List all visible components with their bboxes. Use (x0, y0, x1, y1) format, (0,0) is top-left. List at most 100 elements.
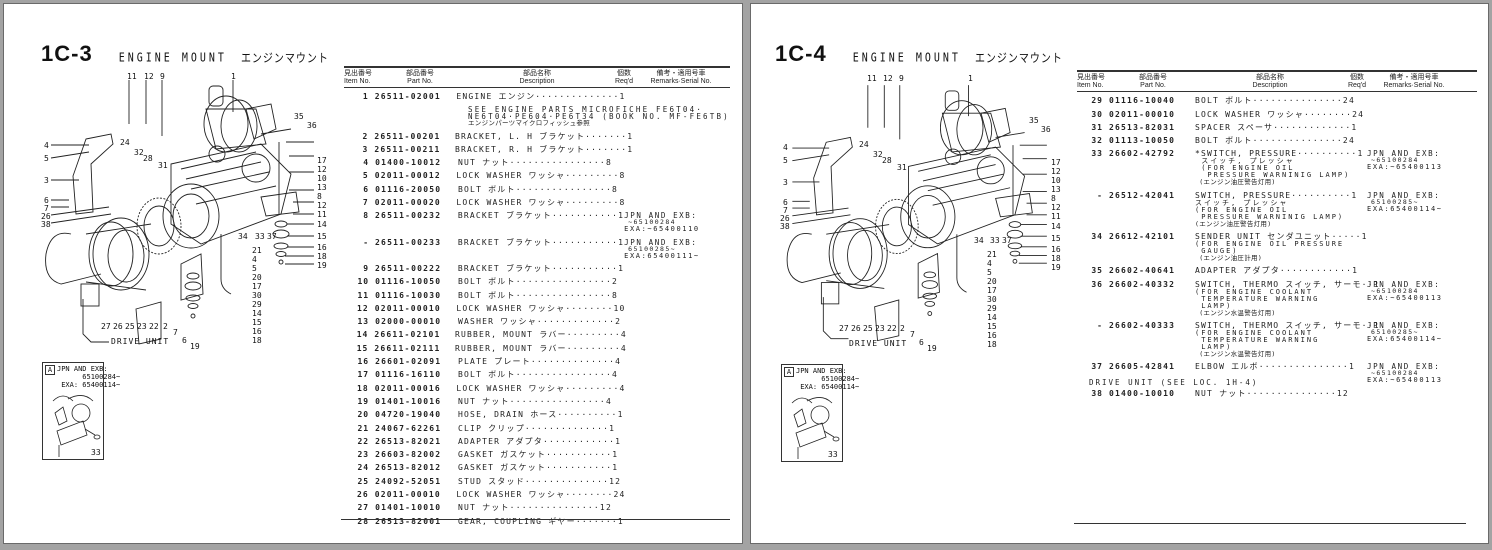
description: BOLT ボルト················4 (458, 370, 618, 380)
callout-15: 15 (1051, 234, 1061, 243)
description: BRACKET ブラケット···········1 (457, 211, 625, 221)
part-no: 26513-82021 (375, 436, 442, 446)
description: BOLT ボルト················8 (458, 184, 618, 194)
callout-25: 25 (125, 322, 135, 331)
drive-unit-label: DRIVE UNIT (111, 337, 170, 346)
item-no: 2 (362, 131, 369, 141)
page-1c-4: 1C-4 ENGINE MOUNT エンジンマウント (750, 3, 1489, 544)
callout-24: 24 (859, 140, 869, 149)
description: BRACKET, L. H ブラケット·······1 (454, 131, 634, 141)
callout-6: 6 (182, 336, 187, 345)
part-no: 01113-10050 (1109, 136, 1176, 146)
description-detail: スイッチ, プレッシャ (FOR ENGINE OIL PRESSURE WAR… (1201, 157, 1351, 180)
description: LOCK WASHER ワッシャ·········8 (456, 198, 626, 208)
callout-5: 5 (44, 154, 49, 163)
item-no: - (1097, 190, 1103, 200)
part-no: 04720-19040 (375, 410, 442, 420)
page-1c-3: 1C-3 ENGINE MOUNT エンジンマウント (3, 3, 743, 544)
callout-6: 6 (44, 196, 49, 205)
callout-23: 23 (875, 324, 885, 333)
callout-19: 19 (190, 342, 200, 351)
callout-15: 15 (317, 232, 327, 241)
page-title: 1C-4 ENGINE MOUNT エンジンマウント (775, 41, 1063, 67)
item-no: 32 (1091, 136, 1103, 146)
drive-unit-reference-note: DRIVE UNIT (SEE LOC. 1H-4) (1089, 378, 1259, 387)
item-no: 36 (1091, 279, 1103, 289)
description: BRACKET, R. H ブラケット·······1 (454, 144, 634, 154)
item-no: 6 (363, 184, 370, 194)
item-no: 1 (362, 92, 369, 102)
description: HOSE, DRAIN ホース··········1 (458, 410, 624, 420)
item-no: 29 (1091, 96, 1103, 106)
exploded-diagram: 11 12 9 1 4 5 3 6 7 26 38 24 32 28 31 35… (773, 66, 1073, 354)
callout-16: 16 (252, 327, 262, 336)
description-detail: (FOR ENGINE COOLANT TEMPERATURE WARNING … (1195, 328, 1320, 351)
callout-22: 22 (887, 324, 897, 333)
section-title: ENGINE MOUNT (852, 51, 961, 66)
description: NUT ナット···············12 (1195, 388, 1349, 398)
part-no: 02011-00010 (1109, 109, 1176, 119)
part-no: 26511-02001 (374, 92, 441, 102)
description: *SWITCH, PRESSURE··········1 スイッチ, プレッシャ… (1195, 150, 1367, 186)
item-no: 27 (357, 503, 370, 513)
callout-20: 20 (987, 277, 997, 286)
callout-16: 16 (317, 243, 327, 252)
callout-23: 23 (137, 322, 147, 331)
item-no: 31 (1091, 122, 1103, 132)
item-no: 24 (357, 463, 370, 473)
section-title: ENGINE MOUNT (118, 51, 227, 66)
part-no: 01400-10010 (1109, 388, 1176, 398)
callout-32: 32 (134, 148, 144, 157)
callout-12: 12 (883, 74, 893, 83)
callout-30: 30 (987, 295, 997, 304)
part-no: 01116-16110 (375, 370, 442, 380)
item-no: 30 (1091, 109, 1103, 119)
callout-20: 20 (252, 273, 262, 282)
callout-37: 37 (267, 232, 277, 241)
callout-7: 7 (173, 328, 178, 337)
callout-3: 3 (783, 178, 788, 187)
part-no: 24067-62261 (375, 423, 442, 433)
remarks: JPN AND EXB:65100285~EXA:65400114~ (1367, 190, 1443, 213)
item-no: 16 (357, 357, 370, 367)
item-no: 37 (1091, 362, 1103, 372)
item-no: 34 (1091, 232, 1103, 242)
remarks: JPN AND EXB:65100285~EXA:65400114~ (1367, 320, 1443, 343)
item-no: 25 (357, 476, 370, 486)
description-jp: (エンジン油圧警告灯用) (1195, 219, 1272, 228)
callout-7: 7 (783, 206, 788, 215)
callout-38: 38 (780, 222, 790, 231)
description: ADAPTER アダプタ············1 (458, 436, 622, 446)
description: CLIP クリップ··············1 (458, 423, 616, 433)
description: RUBBER, MOUNT ラバー·········4 (454, 343, 627, 353)
callout-36: 36 (307, 121, 317, 130)
callout-12: 12 (317, 201, 327, 210)
callout-26: 26 (780, 214, 790, 223)
description: SWITCH, THERMO スイッチ, サーモ··1(FOR ENGINE C… (1195, 320, 1380, 358)
drive-unit-label: DRIVE UNIT (849, 339, 908, 348)
callout-11: 11 (127, 72, 137, 81)
part-no: 26605-42841 (1109, 362, 1176, 372)
callout-34: 34 (974, 236, 984, 245)
callout-38: 38 (41, 220, 51, 229)
callout-33: 33 (255, 232, 265, 241)
